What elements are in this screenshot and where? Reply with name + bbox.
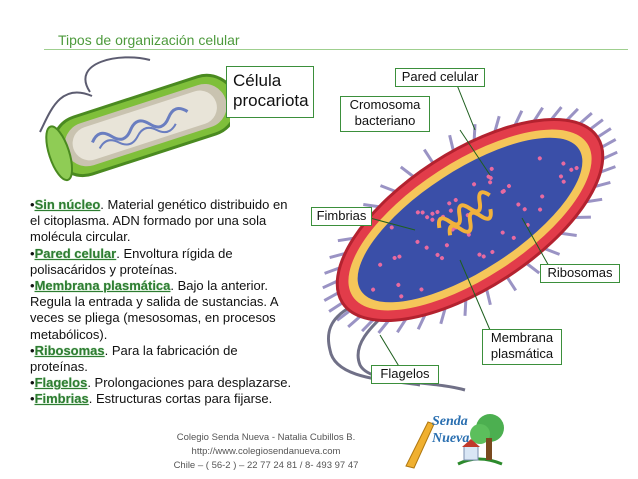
fimbria (580, 113, 592, 124)
footer-credits: Colegio Senda Nueva - Natalia Cubillos B… (166, 431, 366, 473)
fimbria (597, 129, 610, 138)
label-pared-celular: Pared celular (395, 68, 485, 87)
fimbria (329, 303, 342, 312)
fimbria (323, 281, 338, 288)
fimbria (603, 152, 618, 159)
logo-text-1: Senda (432, 414, 468, 430)
footer-line-3: Chile – ( 56-2 ) – 22 77 24 81 / 8- 493 … (166, 459, 366, 473)
page-title: Tipos de organización celular (58, 32, 240, 48)
fimbria (401, 167, 414, 177)
list-item: •Flagelos. Prolongaciones para desplazar… (30, 375, 292, 391)
fimbria (450, 135, 454, 151)
label-membrana: Membrana plasmática (482, 329, 562, 365)
fimbria (379, 320, 389, 332)
description-list: •Sin núcleo. Material genético distribui… (30, 197, 292, 408)
footer-line-1: Colegio Senda Nueva - Natalia Cubillos B… (166, 431, 366, 445)
fimbria (527, 263, 540, 273)
fimbria (465, 300, 466, 316)
fimbria (487, 289, 491, 305)
list-item: •Ribosomas. Para la fabricación de prote… (30, 343, 292, 375)
list-item: •Fimbrias. Estructuras cortas para fijar… (30, 391, 292, 407)
label-ribosomas: Ribosomas (540, 264, 620, 283)
cutaway-illustration (30, 52, 230, 187)
fimbria (602, 139, 616, 147)
fimbria (567, 109, 578, 120)
fimbria (545, 249, 560, 255)
fimbria (474, 124, 475, 140)
list-item: •Membrana plasmática. Bajo la anterior. … (30, 278, 292, 343)
fimbria (590, 120, 603, 130)
fimbria (380, 186, 395, 192)
list-item: •Sin núcleo. Material genético distribui… (30, 197, 292, 246)
fimbria (424, 150, 433, 163)
fimbria (348, 316, 360, 327)
list-item: •Pared celular. Envoltura rígida de poli… (30, 246, 292, 278)
fimbria (551, 107, 561, 119)
label-cromosoma: Cromosoma bacteriano (340, 96, 430, 132)
label-fimbrias: Fimbrias (311, 207, 372, 226)
fimbria (507, 277, 516, 290)
footer-line-2: http://www.colegiosendanueva.com (166, 445, 366, 459)
title-divider (44, 49, 628, 50)
logo-text-2: Nueva (432, 431, 469, 447)
fimbria (324, 293, 338, 301)
fimbria (561, 233, 577, 235)
label-flagelos: Flagelos (371, 365, 439, 384)
